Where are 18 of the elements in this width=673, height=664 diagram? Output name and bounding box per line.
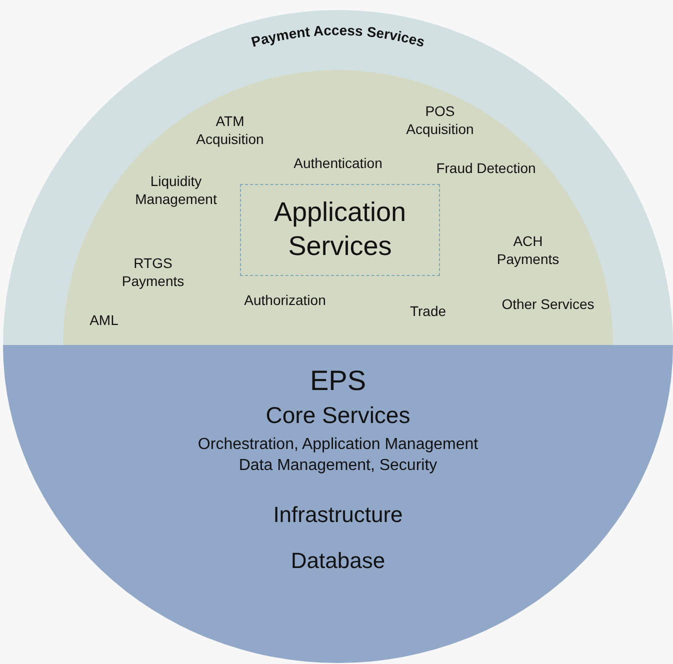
service-label: ATM Acquisition: [195, 112, 265, 148]
service-label: Authorization: [243, 290, 327, 310]
service-label: POS Acquisition: [405, 102, 475, 138]
service-label: Trade: [408, 302, 448, 320]
service-label: RTGS Payments: [120, 254, 186, 290]
layer-label: Database: [290, 547, 386, 576]
service-label: Fraud Detection: [435, 158, 537, 178]
description: Orchestration, Application Management Data Management, Security: [196, 435, 480, 476]
service-label: Other Services: [500, 294, 596, 314]
service-label: Liquidity Management: [134, 172, 218, 208]
service-label: AML: [88, 310, 120, 330]
service-label: ACH Payments: [496, 232, 560, 268]
subheading: Core Services: [264, 401, 412, 430]
service-label: Authentication: [292, 154, 384, 172]
curved-band-title: Payment Access Services: [250, 22, 427, 50]
heading: EPS: [308, 364, 368, 398]
layer-label: Infrastructure: [272, 500, 404, 529]
application-services-box: Application Services: [240, 184, 440, 276]
